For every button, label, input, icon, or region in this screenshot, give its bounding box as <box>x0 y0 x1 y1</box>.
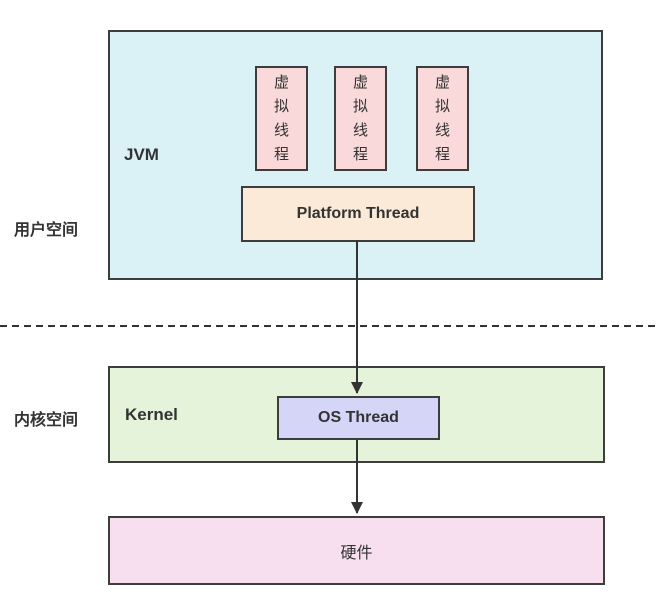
virtual-thread-label-3: 虚拟线程 <box>434 73 450 163</box>
user-space-label: 用户空间 <box>14 222 79 239</box>
virtual-thread-box-1: 虚拟线程 <box>255 66 308 171</box>
jvm-box: JVM 虚拟线程 虚拟线程 虚拟线程 Platform Thread <box>108 30 603 280</box>
kernel-label: Kernel <box>125 404 178 424</box>
jvm-label: JVM <box>124 145 159 164</box>
kernel-box: Kernel OS Thread <box>108 366 605 463</box>
platform-thread-box: Platform Thread <box>241 186 475 242</box>
hardware-label: 硬件 <box>340 544 373 562</box>
hardware-box: 硬件 <box>108 516 605 585</box>
virtual-thread-box-2: 虚拟线程 <box>334 66 387 171</box>
os-thread-box: OS Thread <box>277 396 440 440</box>
os-thread-label: OS Thread <box>318 409 399 426</box>
virtual-thread-label-2: 虚拟线程 <box>352 73 368 163</box>
kernel-space-label: 内核空间 <box>14 412 79 429</box>
platform-thread-label: Platform Thread <box>296 205 420 222</box>
virtual-thread-box-3: 虚拟线程 <box>416 66 469 171</box>
virtual-thread-label-1: 虚拟线程 <box>273 73 289 163</box>
